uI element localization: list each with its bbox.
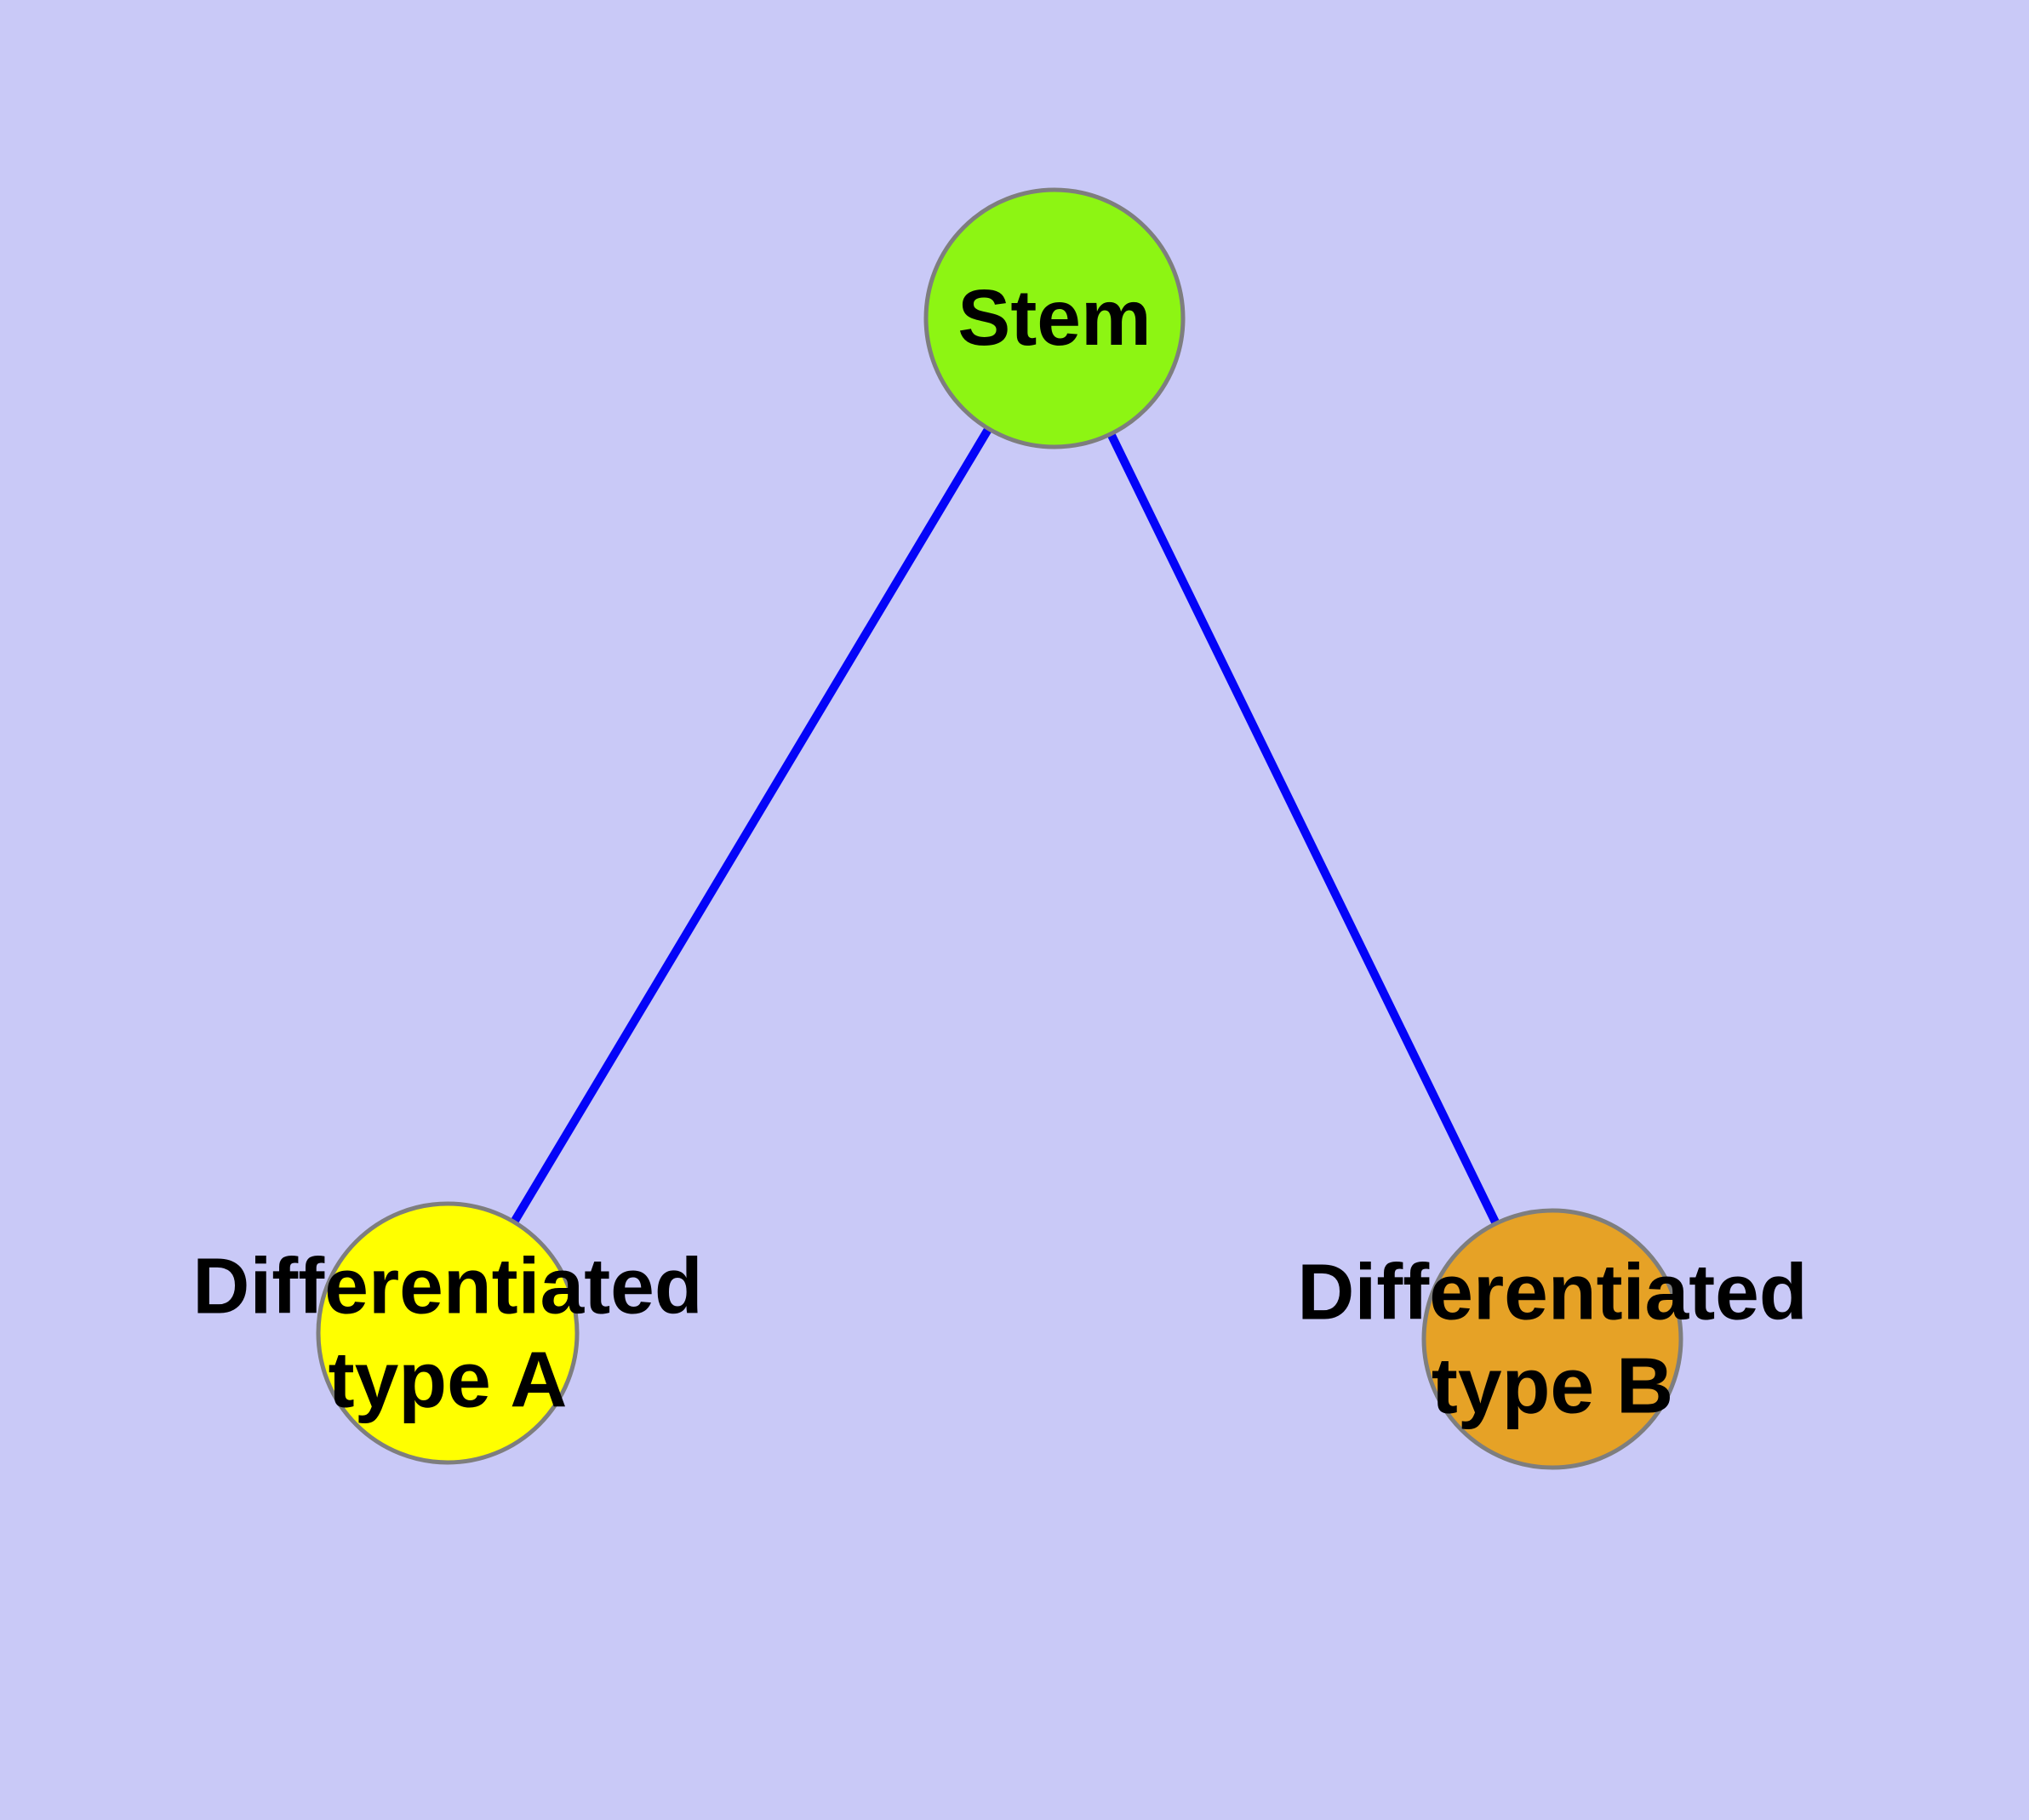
- node-label-type-a: Differentiated type A: [192, 1239, 702, 1426]
- edge-stem-type-a: [443, 316, 1059, 1336]
- node-label-type-b-line2: type B: [1431, 1341, 1674, 1429]
- node-circle-stem: [923, 187, 1186, 449]
- node-label-type-a-line2: type A: [328, 1335, 568, 1423]
- node-circle-type-b: [1421, 1208, 1683, 1470]
- edge-stem-type-b: [1050, 316, 1557, 1342]
- node-label-type-b: Differentiated type B: [1297, 1245, 1807, 1432]
- node-label-type-a-line1: Differentiated: [192, 1241, 703, 1331]
- node-circle-type-a: [316, 1201, 580, 1465]
- node-label-type-b-line1: Differentiated: [1297, 1247, 1808, 1336]
- node-label-stem-line1: Stem: [957, 273, 1152, 363]
- node-label-stem: Stem: [957, 272, 1151, 365]
